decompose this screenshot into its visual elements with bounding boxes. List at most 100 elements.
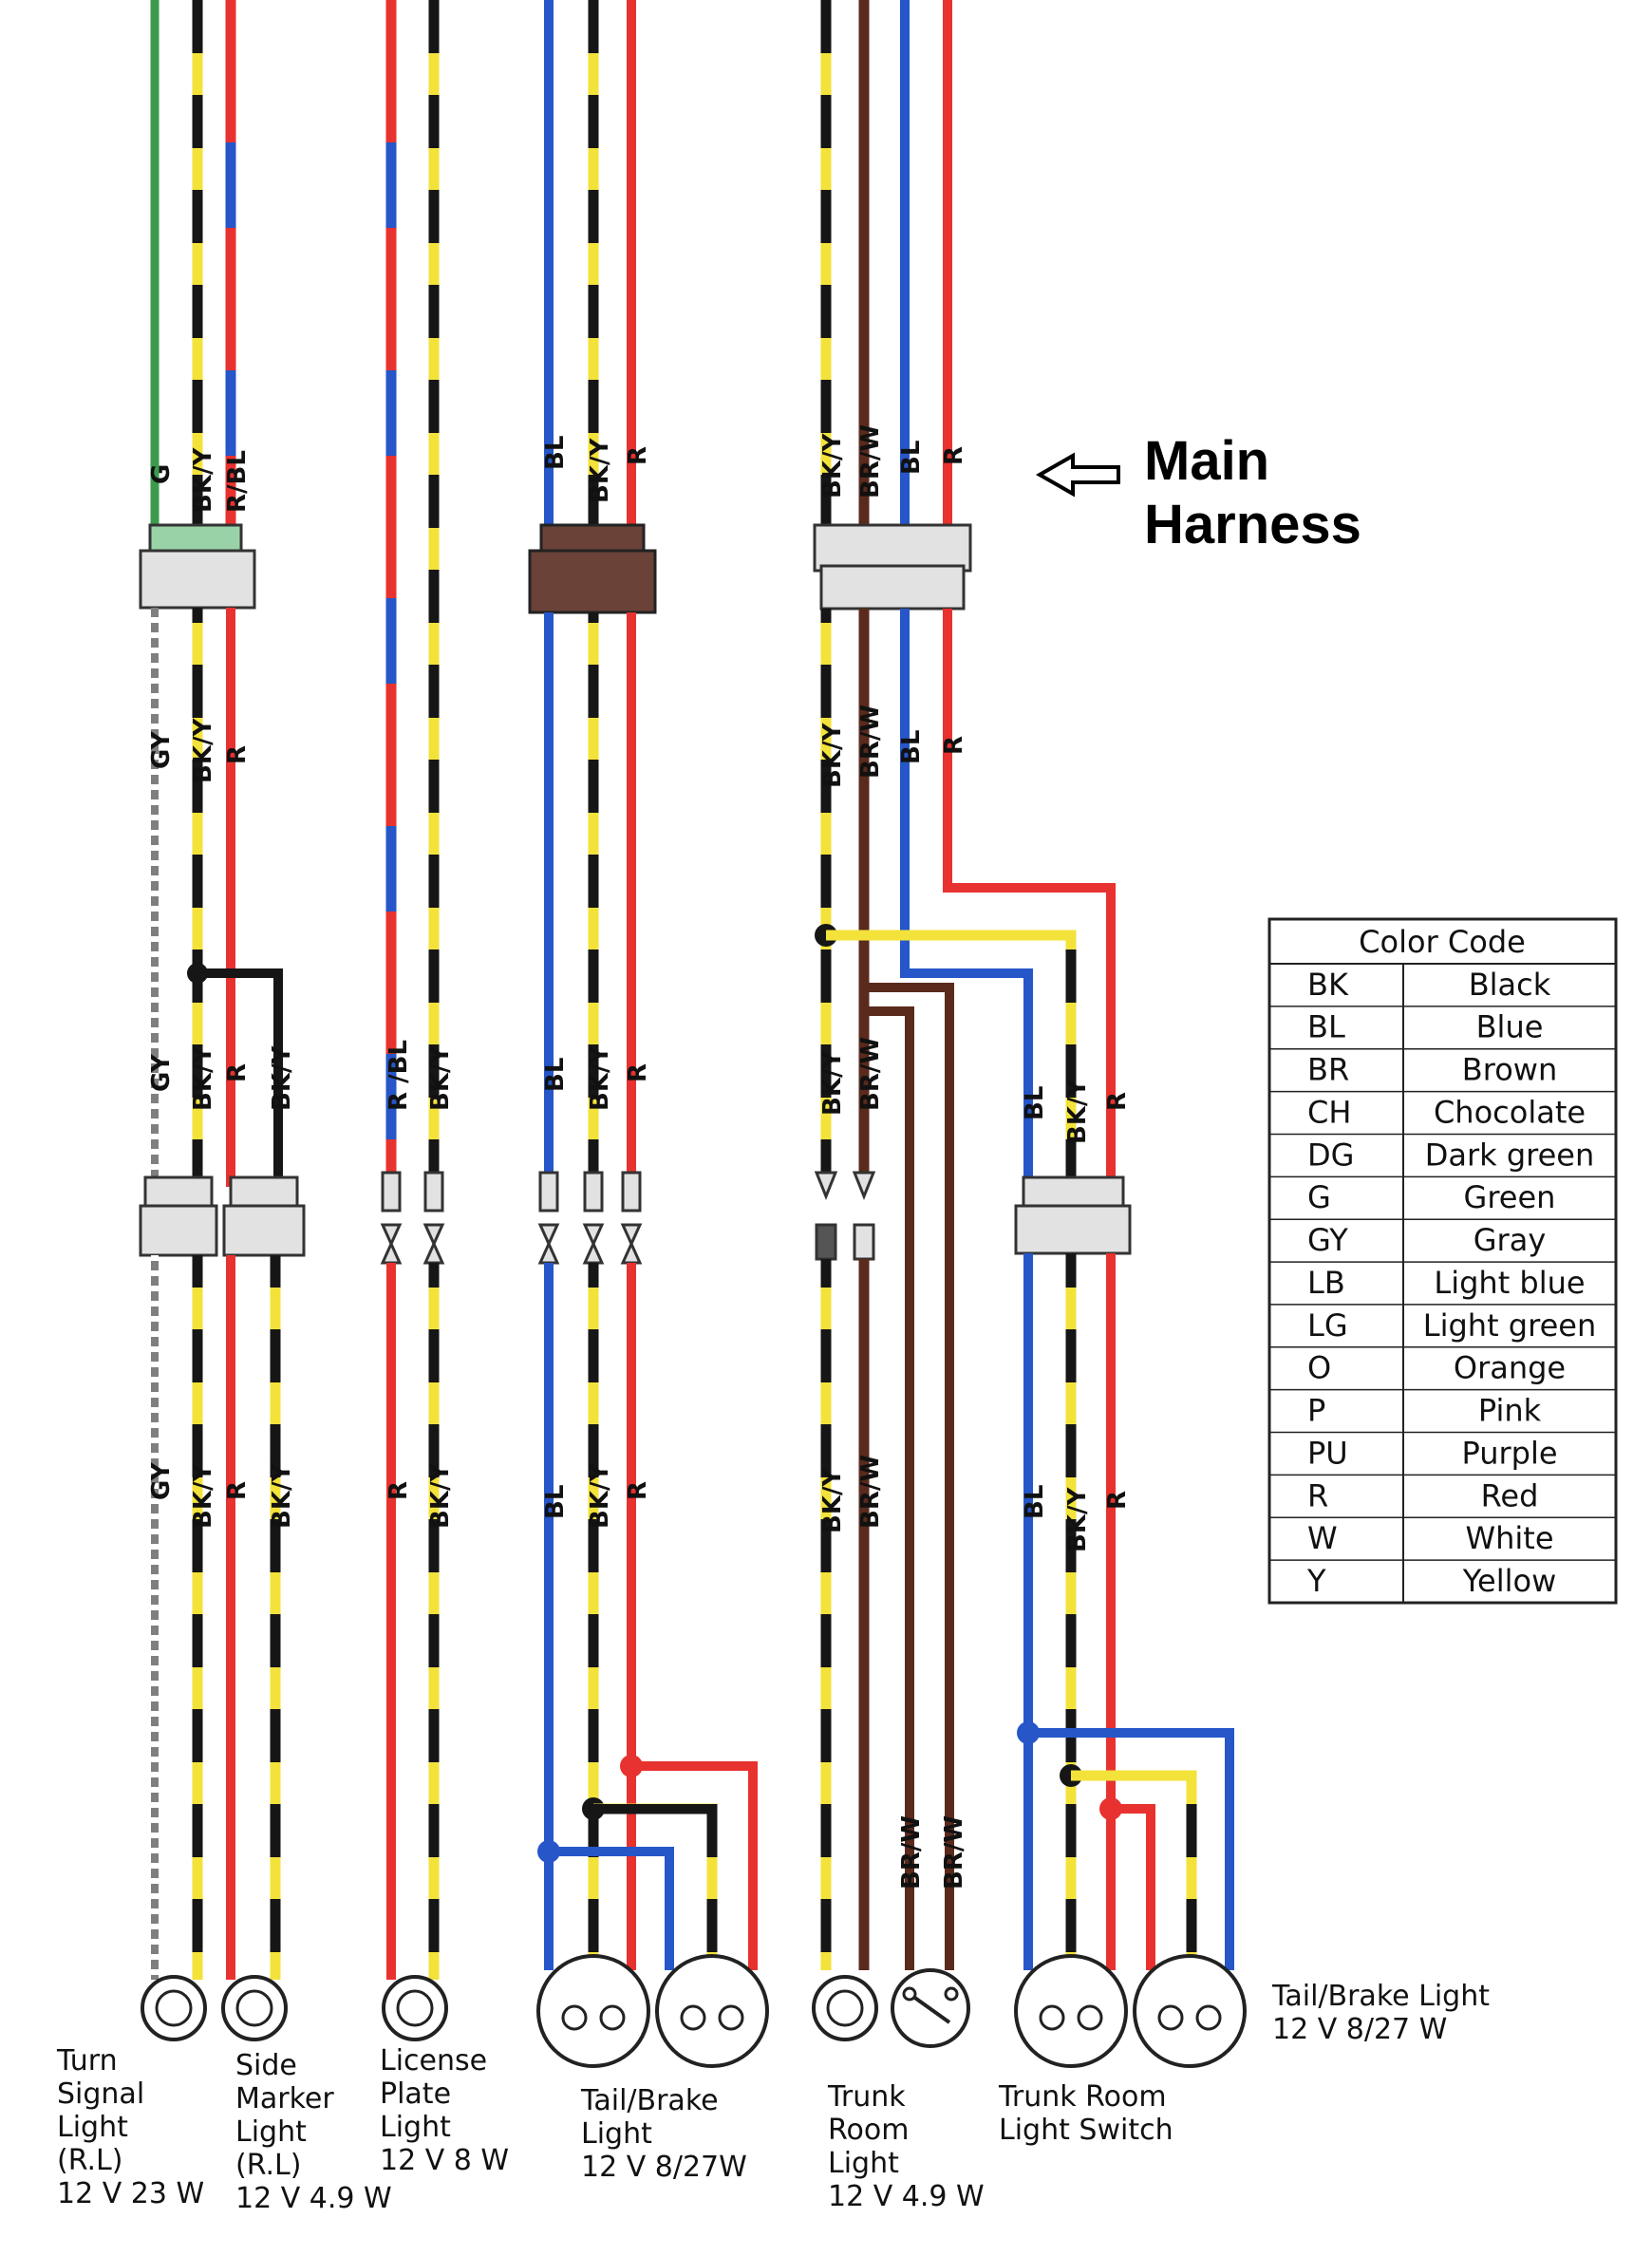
color-code-abbr: DG <box>1307 1137 1354 1173</box>
color-code-abbr: BK <box>1307 967 1349 1003</box>
wire-red <box>943 609 1116 1177</box>
arrow-left-icon <box>1035 452 1120 498</box>
connector-brown <box>528 549 657 614</box>
color-code-border <box>1267 917 1618 1605</box>
caption-line: Side <box>235 2049 297 2082</box>
connector-main-harness <box>819 564 966 611</box>
bulb-trunk-room <box>812 1975 878 2041</box>
wire-label: BR/W <box>856 1037 885 1111</box>
pin-connector-tip <box>620 1223 643 1265</box>
pin-connector-tip <box>380 1223 403 1265</box>
bulb-filament <box>599 2004 626 2031</box>
bulb-license-plate <box>382 1975 448 2041</box>
caption-line: Light <box>57 2111 128 2144</box>
caption-line: Light <box>380 2111 451 2144</box>
color-code-abbr: GY <box>1307 1222 1348 1258</box>
caption-line: Tail/Brake <box>580 2084 719 2117</box>
wire-blue-branch <box>1028 1728 1234 1970</box>
caption-line: Plate <box>380 2077 451 2111</box>
wire-label: BK/Y <box>189 447 217 513</box>
wire-label: BR/W <box>856 424 885 498</box>
wire-red-branch <box>1111 1804 1155 1970</box>
color-code-name: White <box>1465 1520 1553 1556</box>
switch-contact <box>944 1986 959 2002</box>
wire-label: BR/W <box>897 1815 926 1889</box>
wire-br-w-branch <box>864 983 954 1970</box>
switch-contact <box>908 1992 951 2024</box>
wire-label: BK/Y <box>818 1468 847 1533</box>
connector-housing <box>139 549 256 610</box>
color-code-abbr: Y <box>1306 1563 1326 1599</box>
wire-label: BK/Y <box>586 438 614 503</box>
wire-label: R <box>1103 1491 1132 1510</box>
wire-label: BK/Y <box>586 1045 614 1111</box>
wire-label: R <box>940 446 968 465</box>
color-code-abbr: LG <box>1307 1307 1348 1344</box>
wire-label: BK/Y <box>1063 1079 1092 1144</box>
color-code-name: Chocolate <box>1434 1094 1586 1130</box>
caption-line: 12 V 4.9 W <box>828 2180 985 2213</box>
wire-label: BL <box>897 730 926 764</box>
color-code-abbr: LB <box>1307 1265 1345 1301</box>
bulb-filament <box>680 2004 706 2031</box>
caption-side-marker: Side Marker Light (R.L) 12 V 4.9 W <box>235 2049 392 2215</box>
wire-label: BK/Y <box>189 1463 217 1529</box>
color-code-name: Blue <box>1476 1009 1544 1045</box>
main-harness-label-line1: Main <box>1144 430 1269 492</box>
caption-line: Marker <box>235 2082 334 2115</box>
caption-line: 12 V 8/27 W <box>1272 2013 1447 2046</box>
color-code-abbr: G <box>1307 1179 1331 1215</box>
color-code-name: Dark green <box>1425 1137 1595 1173</box>
wire-label: BK/Y <box>189 1045 217 1111</box>
color-code-name: Gray <box>1474 1222 1547 1258</box>
wire-label: R <box>223 1063 252 1082</box>
group-tail-brake-left <box>528 0 769 2068</box>
caption-line: Room <box>828 2114 909 2147</box>
color-code-abbr: P <box>1307 1393 1325 1429</box>
caption-line: 12 V 8/27W <box>581 2151 747 2184</box>
bulb-turn-signal-inner <box>155 1989 193 2027</box>
pin-connector-tip <box>422 1223 445 1265</box>
wire-label: BK/Y <box>189 718 217 783</box>
bulb-side-marker <box>221 1975 288 2041</box>
wire-label: R <box>624 446 652 465</box>
wire-bk-branch <box>593 1803 718 1970</box>
bulb-license-plate-inner <box>396 1989 434 2027</box>
wire-bk-branch <box>1071 1770 1197 1970</box>
pin-connector-body <box>853 1223 875 1261</box>
color-code-name: Pink <box>1478 1393 1542 1429</box>
wire-label: GY <box>147 1053 176 1092</box>
wire-label: BK/Y <box>1063 1487 1092 1552</box>
pin-connector <box>852 1171 876 1201</box>
wire-label: GY <box>147 1461 176 1500</box>
bulb-side-marker-inner <box>235 1989 273 2027</box>
component-captions: Turn Signal Light (R.L) 12 V 23 W Side M… <box>56 1980 1490 2215</box>
pin-connector <box>538 1171 559 1213</box>
wire-label: BK/Y <box>268 1045 296 1111</box>
group-trunk-and-tail <box>812 0 1247 2068</box>
wire-red-branch <box>631 1761 758 1970</box>
color-code-abbr: CH <box>1307 1094 1351 1130</box>
pin-connector-tip <box>537 1223 560 1265</box>
bulb-tail-brake <box>536 1954 650 2068</box>
color-code-name: Brown <box>1462 1052 1557 1088</box>
pin-connector-body <box>815 1223 837 1261</box>
bulb-turn-signal <box>141 1975 207 2041</box>
bulb-trunk-room-inner <box>826 1989 864 2027</box>
caption-line: Light <box>828 2147 899 2180</box>
connector-side-marker-body <box>222 1204 306 1257</box>
caption-tail-brake-left: Tail/Brake Light 12 V 8/27W <box>580 2084 747 2184</box>
pin-connector <box>583 1171 604 1213</box>
bulb-filament <box>718 2004 744 2031</box>
wire-bk-branch <box>197 968 283 1187</box>
color-code-name: Light green <box>1423 1307 1596 1344</box>
caption-license-plate: License Plate Light 12 V 8 W <box>380 2044 509 2177</box>
caption-line: Turn <box>56 2044 118 2077</box>
main-harness-label-line2: Harness <box>1144 494 1361 555</box>
color-code-name: Red <box>1481 1477 1539 1513</box>
color-code-name: Green <box>1464 1179 1556 1215</box>
bulb-tail-brake <box>1133 1954 1247 2068</box>
caption-line: Light <box>235 2115 307 2149</box>
bulb-tail-brake <box>1014 1954 1128 2068</box>
